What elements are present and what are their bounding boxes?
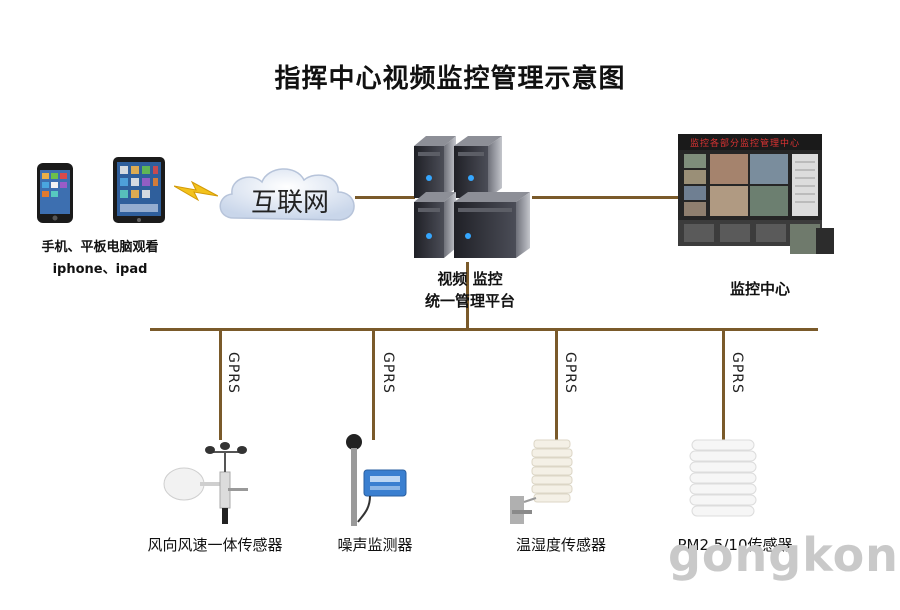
gprs-label-2: GPRS	[380, 352, 396, 394]
anemometer-icon	[163, 442, 248, 524]
server-cluster-icon	[414, 136, 530, 258]
link-server-center	[532, 196, 680, 199]
cloud-icon	[219, 168, 355, 221]
sensor-bus-line	[150, 328, 818, 331]
gprs-label-1: GPRS	[225, 352, 241, 394]
wireless-signal-icon	[174, 180, 218, 202]
sensor-label-temp-humidity: 温湿度传感器	[515, 536, 606, 554]
sensor-label-pm: PM2.5/10传感器	[677, 536, 793, 554]
temperature-humidity-sensor-icon	[510, 439, 573, 524]
monitoring-wall-icon	[678, 134, 834, 254]
drop-line-3	[555, 328, 558, 440]
monitor-center-label: 监控中心	[729, 280, 790, 298]
link-server-bus	[466, 262, 469, 330]
gprs-label-3: GPRS	[562, 352, 578, 394]
noise-monitor-icon	[346, 434, 407, 526]
drop-line-2	[372, 328, 375, 440]
phone-icon	[37, 163, 73, 223]
mobile-label-devices: iphone、ipad	[52, 262, 148, 277]
drop-line-4	[722, 328, 725, 440]
platform-label-sub: 统一管理平台	[424, 292, 515, 310]
sensor-label-noise: 噪声监测器	[337, 536, 413, 554]
cloud-label: 互联网	[250, 188, 329, 218]
link-cloud-server	[355, 196, 415, 199]
monitoring-banner: 监控各部分监控管理中心	[690, 139, 801, 149]
watermark: gongkong	[668, 528, 900, 582]
sensor-label-wind: 风向风速一体传感器	[147, 536, 283, 554]
diagram-title: 指挥中心视频监控管理示意图	[274, 64, 626, 94]
pm-sensor-icon	[689, 439, 757, 517]
drop-line-1	[219, 328, 222, 440]
tablet-icon	[113, 157, 165, 223]
platform-label: 视频 监控	[437, 270, 503, 288]
gprs-label-4: GPRS	[729, 352, 745, 394]
mobile-label: 手机、平板电脑观看	[41, 240, 159, 255]
